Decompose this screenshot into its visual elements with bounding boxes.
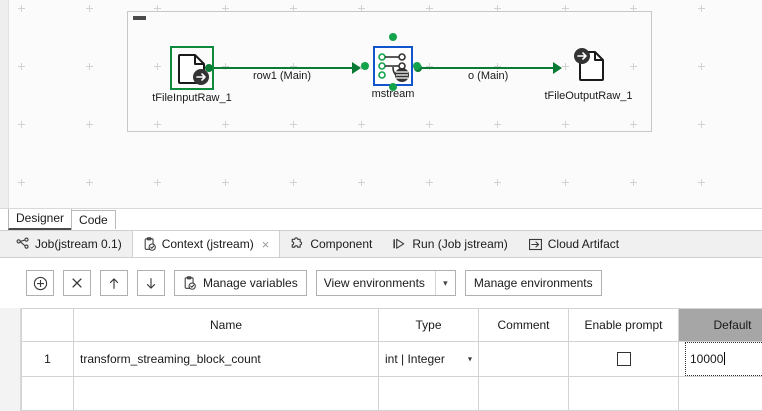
column-header-enable-prompt[interactable]: Enable prompt <box>568 308 679 342</box>
link-row1-label: row1 (Main) <box>253 70 312 82</box>
arrow-down-icon <box>146 277 156 289</box>
link-row1-line[interactable] <box>209 67 354 69</box>
job-designer-canvas[interactable]: row1 (Main) o (Main) tFileInputRaw_1 <box>0 0 762 209</box>
context-clipboard-icon <box>144 236 156 251</box>
cell-enable-prompt[interactable] <box>568 341 679 377</box>
move-down-button[interactable] <box>137 270 165 296</box>
tab-cloud-artifact-label: Cloud Artifact <box>547 237 620 251</box>
link-o-arrowhead <box>553 62 562 74</box>
tab-component[interactable]: Component <box>280 231 382 257</box>
cell-comment[interactable] <box>478 341 569 377</box>
chevron-down-icon[interactable]: ▾ <box>467 354 472 364</box>
link-o-line[interactable] <box>418 67 555 69</box>
bottom-panel-tabs: Job(jstream 0.1) Context (jstream) × Com… <box>0 230 762 258</box>
default-value-text: 10000 <box>690 351 724 366</box>
empty-cell-name[interactable] <box>73 375 379 411</box>
add-variable-button[interactable] <box>26 270 54 296</box>
subjob-collapse-icon[interactable] <box>133 16 146 20</box>
enable-prompt-checkbox[interactable] <box>616 352 631 367</box>
node-handle-left[interactable] <box>361 62 369 70</box>
canvas-left-gutter <box>0 0 9 208</box>
tab-designer-label: Designer <box>16 211 65 225</box>
node-tfileoutputraw-1[interactable]: tFileOutputRaw_1 <box>541 44 636 102</box>
table-row[interactable]: 1 transform_streaming_block_count int | … <box>21 341 762 377</box>
chevron-down-icon[interactable]: ▾ <box>434 271 455 295</box>
manage-variables-button[interactable]: Manage variables <box>174 270 307 296</box>
table-header-row: Name Type Comment Enable prompt Default <box>21 308 762 342</box>
table-left-gutter <box>0 308 21 411</box>
empty-cell-prompt[interactable] <box>568 375 679 411</box>
tab-cloud-artifact[interactable]: Cloud Artifact <box>518 231 629 257</box>
tab-code[interactable]: Code <box>71 210 116 230</box>
empty-cell-default[interactable] <box>678 375 762 411</box>
remove-variable-button[interactable] <box>63 270 91 296</box>
view-environments-select[interactable]: View environments ▾ <box>315 270 456 296</box>
arrow-up-icon <box>109 277 119 289</box>
manage-variables-label: Manage variables <box>203 276 298 290</box>
close-x-icon <box>72 278 82 288</box>
view-tabs-filler <box>114 210 762 230</box>
link-row1-arrowhead <box>352 62 361 74</box>
column-header-num[interactable] <box>21 308 74 342</box>
puzzle-piece-icon <box>292 236 303 248</box>
node-handle-bottom[interactable] <box>389 83 397 91</box>
context-variables-table[interactable]: Name Type Comment Enable prompt Default … <box>21 308 762 411</box>
column-header-name[interactable]: Name <box>73 308 379 342</box>
clipboard-check-icon <box>184 275 196 290</box>
node-tfileinputraw-1[interactable]: tFileInputRaw_1 <box>147 46 237 104</box>
view-environments-value: View environments <box>323 276 425 290</box>
node-mstream-label: mstream <box>371 88 415 100</box>
cell-default-value[interactable]: 10000 <box>678 341 762 377</box>
default-value-input[interactable]: 10000 <box>685 342 762 376</box>
column-header-comment[interactable]: Comment <box>478 308 569 342</box>
map-stream-icon <box>375 48 411 84</box>
tab-run-job-jstream[interactable]: Run (Job jstream) <box>382 231 517 257</box>
cloud-artifact-icon <box>528 238 542 250</box>
node-selection-border <box>170 46 214 90</box>
close-icon[interactable]: × <box>261 236 270 252</box>
tab-context-jstream-label: Context (jstream) <box>161 237 254 251</box>
tab-code-label: Code <box>79 213 108 227</box>
cell-variable-type-value: int | Integer <box>385 351 445 366</box>
row-number: 1 <box>21 341 74 377</box>
tab-job-jstream[interactable]: Job(jstream 0.1) <box>6 231 132 257</box>
node-tfileinputraw-1-label: tFileInputRaw_1 <box>152 92 232 104</box>
node-selection-border <box>373 46 413 86</box>
node-tfileoutputraw-1-label: tFileOutputRaw_1 <box>544 90 633 102</box>
move-up-button[interactable] <box>100 270 128 296</box>
subjob-frame[interactable] <box>127 11 652 132</box>
text-caret <box>724 352 726 366</box>
node-handle-right[interactable] <box>413 62 421 70</box>
context-variables-table-container: Name Type Comment Enable prompt Default … <box>0 308 762 411</box>
tab-run-job-jstream-label: Run (Job jstream) <box>412 237 508 251</box>
column-header-type[interactable]: Type <box>378 308 479 342</box>
context-toolbar: Manage variables View environments ▾ Man… <box>0 258 762 308</box>
empty-cell-num <box>21 375 74 411</box>
run-play-icon <box>393 238 405 249</box>
node-mstream-box[interactable] <box>361 33 421 91</box>
empty-cell-comment[interactable] <box>478 375 569 411</box>
cell-variable-type[interactable]: int | Integer ▾ <box>378 341 479 377</box>
empty-cell-type[interactable] <box>378 375 479 411</box>
node-tfileinputraw-1-box[interactable] <box>170 46 214 90</box>
node-handle-top[interactable] <box>389 33 397 41</box>
manage-environments-button[interactable]: Manage environments <box>464 270 602 296</box>
job-graph-icon <box>16 237 29 249</box>
plus-circle-icon <box>33 276 47 290</box>
table-row-empty[interactable] <box>21 375 762 411</box>
node-mstream[interactable]: mstream <box>361 33 421 100</box>
cell-variable-name[interactable]: transform_streaming_block_count <box>73 341 379 377</box>
tab-component-label: Component <box>310 237 373 251</box>
column-header-default[interactable]: Default <box>678 308 762 342</box>
manage-environments-label: Manage environments <box>473 276 593 290</box>
link-o-label: o (Main) <box>468 70 509 82</box>
tab-designer[interactable]: Designer <box>8 208 73 230</box>
tab-context-jstream[interactable]: Context (jstream) × <box>131 230 281 257</box>
node-tfileoutputraw-1-box[interactable] <box>567 44 611 88</box>
tab-job-jstream-label: Job(jstream 0.1) <box>35 237 122 251</box>
file-output-document-icon <box>573 48 604 81</box>
file-input-document-icon <box>178 54 209 85</box>
editor-view-tabs: Designer Code <box>0 208 762 230</box>
